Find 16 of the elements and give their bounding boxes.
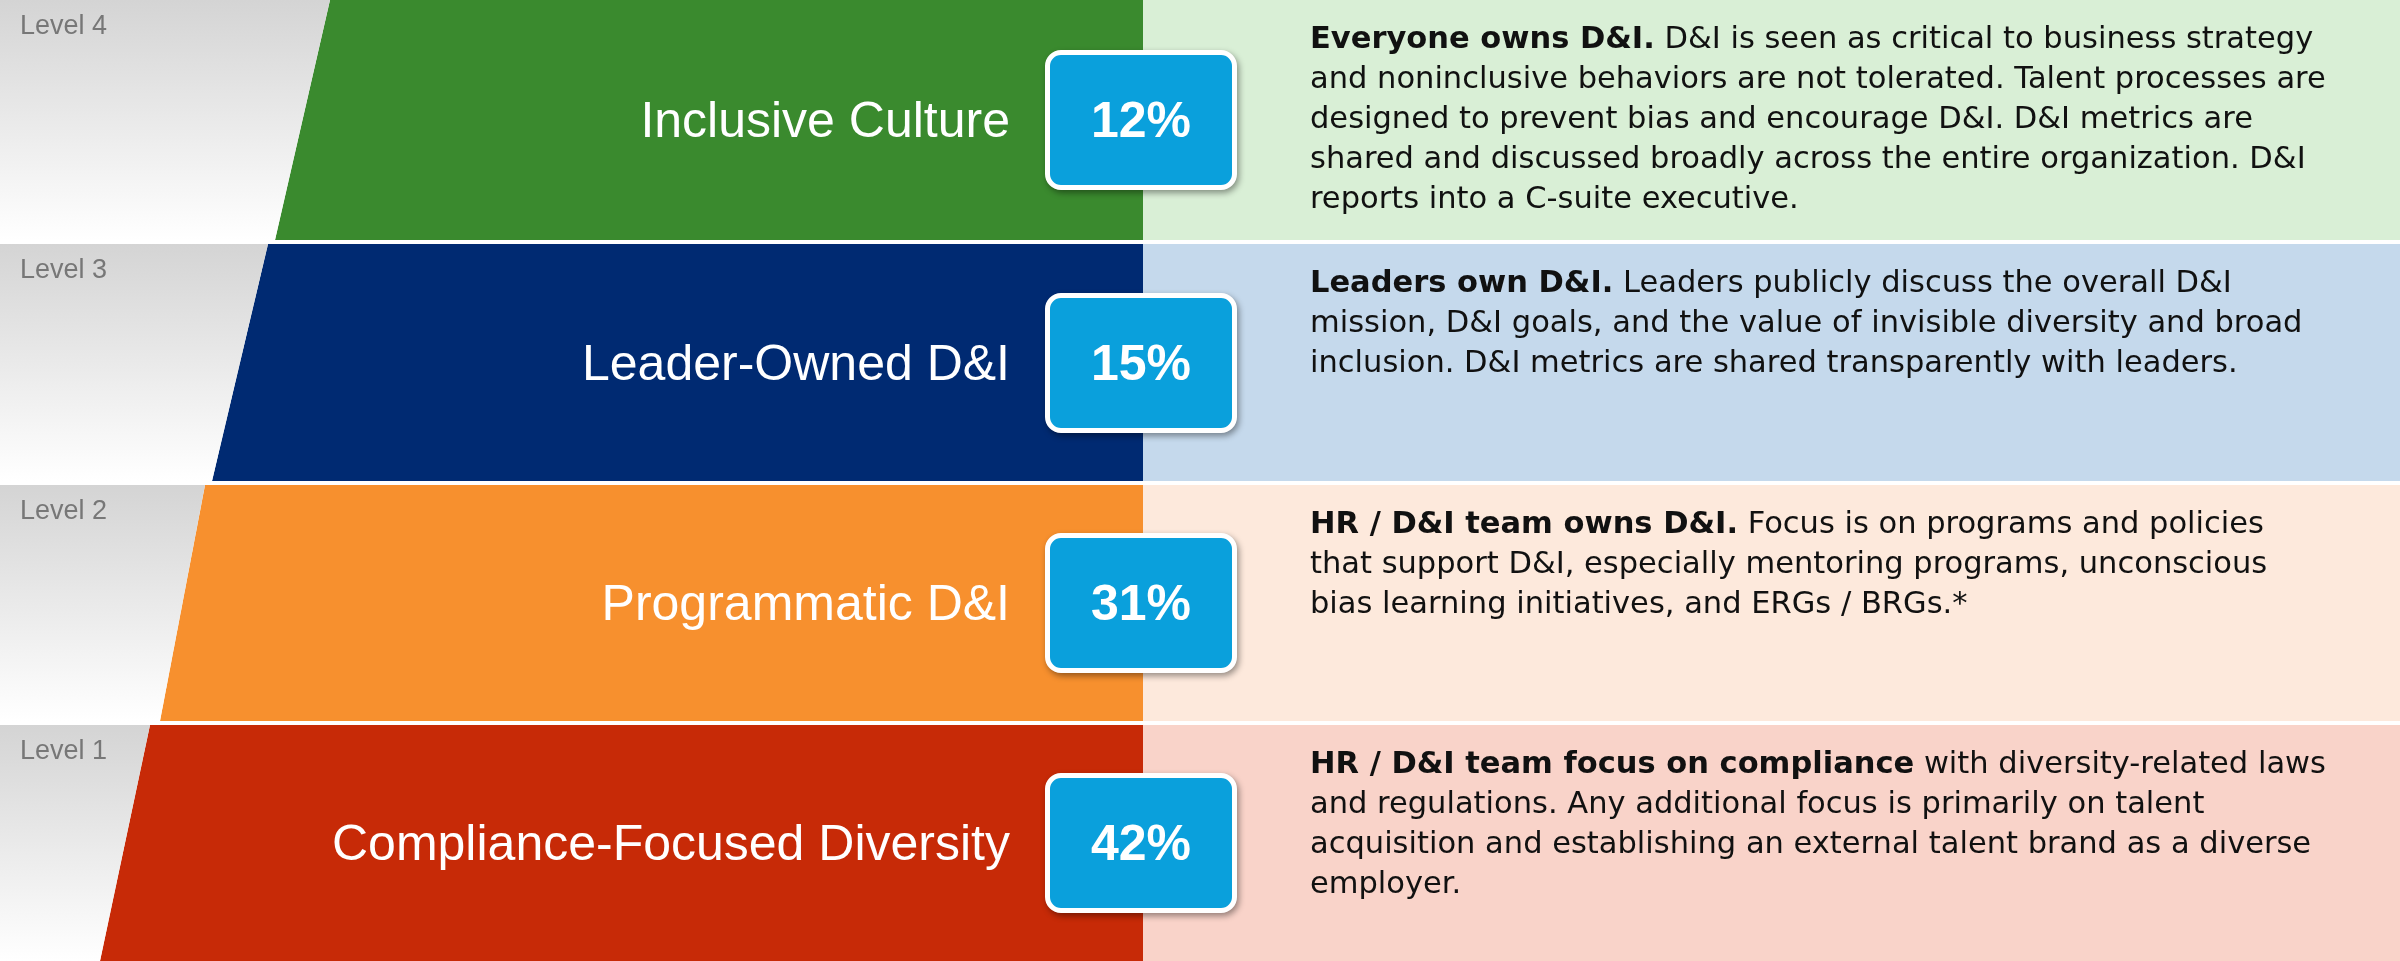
level-title: Inclusive Culture bbox=[640, 91, 1010, 150]
percentage-badge: 12% bbox=[1045, 50, 1237, 190]
level-title: Leader-Owned D&I bbox=[582, 333, 1010, 393]
percentage-badge: 42% bbox=[1045, 773, 1237, 913]
percentage-badge: 15% bbox=[1045, 292, 1237, 433]
level-label: Level 4 bbox=[20, 10, 108, 41]
level-tab bbox=[0, 244, 268, 481]
level-tab bbox=[0, 485, 205, 721]
percentage-badge: 31% bbox=[1045, 533, 1237, 673]
level-label: Level 2 bbox=[20, 495, 108, 526]
level-title: Programmatic D&I bbox=[601, 574, 1010, 633]
level-title: Compliance-Focused Diversity bbox=[332, 814, 1010, 873]
level-tab bbox=[0, 0, 330, 240]
level-tab bbox=[0, 725, 150, 961]
level-label: Level 3 bbox=[20, 254, 108, 285]
level-label: Level 1 bbox=[20, 735, 108, 766]
